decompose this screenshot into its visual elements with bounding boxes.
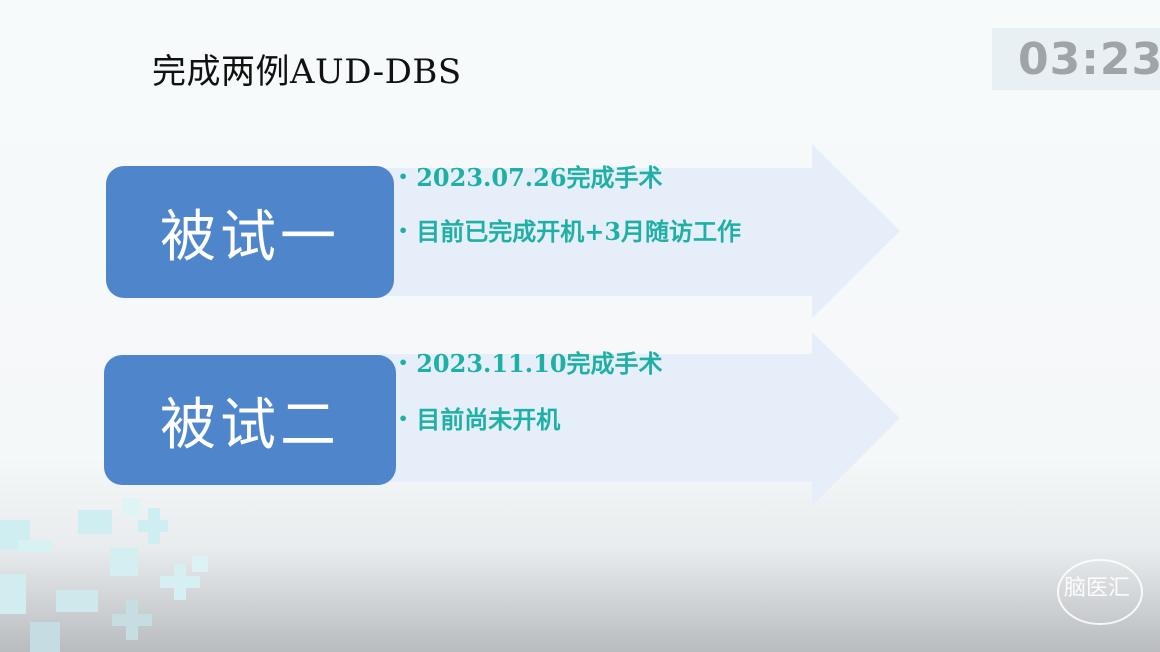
subject-2-point-2: •目前尚未开机 [398,405,561,434]
subject-1-point-2: •目前已完成开机+3月随访工作 [398,217,742,246]
logo-text: 脑医汇 [1064,576,1131,601]
subject-1-point-1: •2023.07.26完成手术 [398,163,663,192]
subject-2-point-1: •2023.11.10完成手术 [398,349,663,378]
subject-1-box: 被试一 [106,166,394,298]
bullet-dot: • [398,409,409,428]
timer-overlay: 03:23 [992,28,1160,90]
brand-logo: 脑医汇 [1056,556,1144,628]
subject-2-box: 被试二 [104,355,396,485]
arrow-shape-subject-1 [380,144,900,318]
slide-title: 完成两例AUD-DBS [152,52,462,92]
timer-text: 03:23 [1018,34,1160,85]
logo-outline-icon [1057,559,1143,625]
bullet-dot: • [398,221,409,240]
bullet-dot: • [398,167,409,186]
subject-2-label: 被试二 [160,392,340,458]
bullet-dot: • [398,353,409,372]
arrow-shape-subject-2 [380,332,900,506]
subject-1-label: 被试一 [160,204,340,270]
